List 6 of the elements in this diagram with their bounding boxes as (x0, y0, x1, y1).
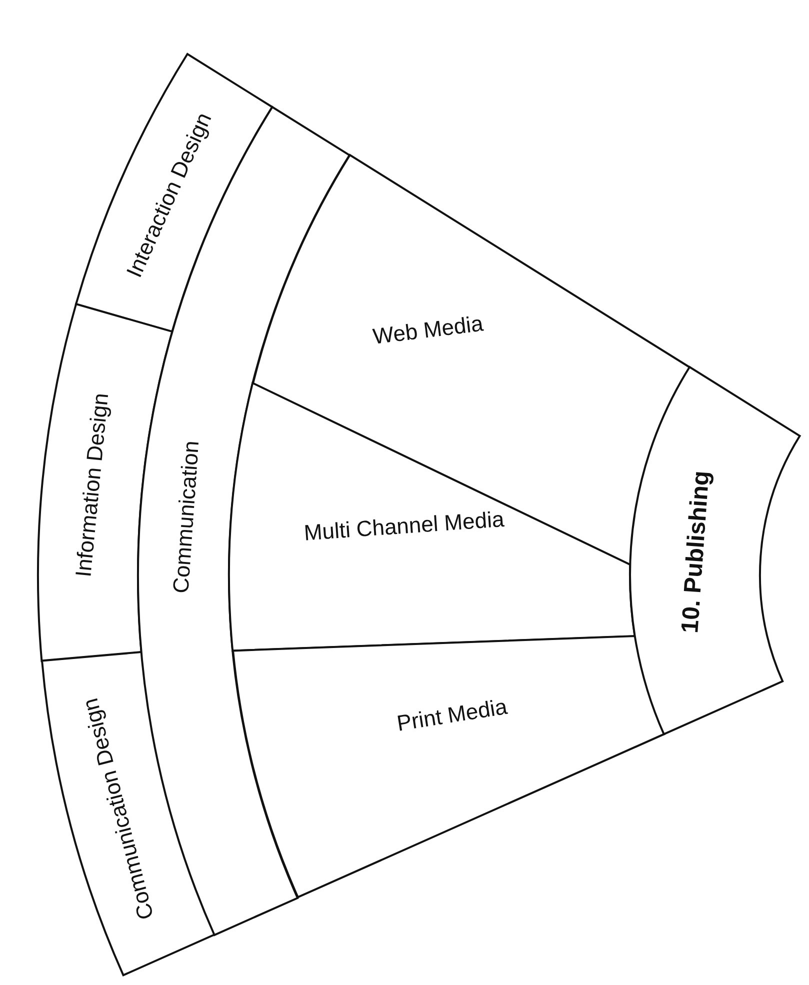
segment-label: Multi Channel Media (303, 506, 505, 546)
segment-label: Print Media (395, 694, 509, 736)
segment-label: Web Media (370, 310, 484, 350)
segment-label: Information Design (70, 392, 114, 579)
segment-label: Communication (168, 439, 204, 594)
segment-label: 10. Publishing (676, 470, 716, 634)
